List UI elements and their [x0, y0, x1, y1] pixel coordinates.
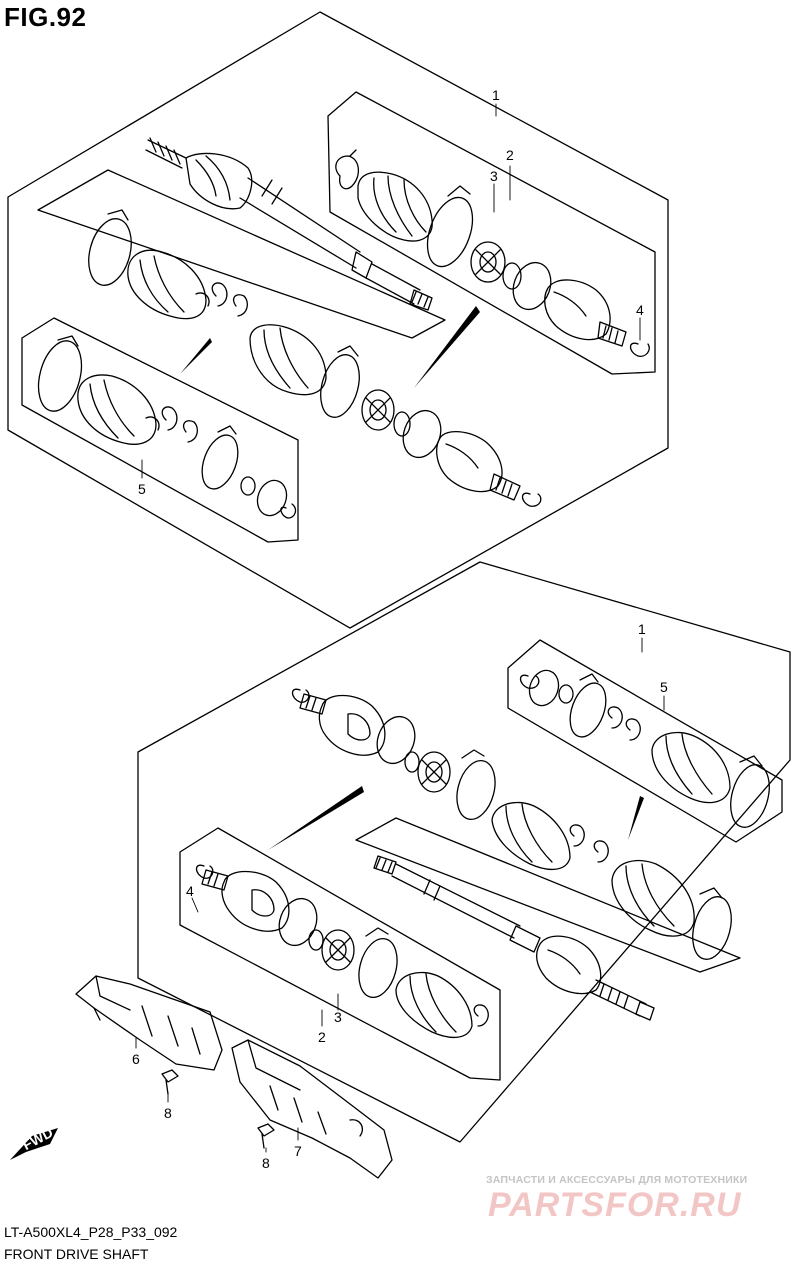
bottom-g2-joint-housing: [201, 869, 290, 932]
figure-title: FIG.92: [4, 2, 87, 32]
callout-bottom-1: 1: [638, 621, 646, 637]
top-inner-boot: [127, 249, 210, 320]
bottom-g5-clamp-small: [607, 706, 641, 741]
bottom-g2-clamp: [358, 927, 398, 998]
bottom-g2-ring-a: [278, 897, 318, 947]
callout-bottom-8a: 8: [164, 1105, 172, 1121]
bottom-g2-boot: [395, 971, 473, 1038]
bottom-g2-clamp-small: [473, 1004, 489, 1027]
top-mid-clamp: [320, 345, 360, 418]
bottom-top-clamp: [456, 749, 496, 820]
top-mid-circlip: [521, 492, 542, 507]
top-mid-bearing: [361, 389, 395, 431]
top-g5-boot: [77, 374, 160, 445]
top-circlip: [629, 342, 650, 357]
diagram-caption: FRONT DRIVE SHAFT: [4, 1246, 149, 1262]
fwd-label: FWD: [20, 1124, 56, 1153]
bottom-top-ring-a: [376, 715, 416, 765]
top-g5-circlip: [280, 503, 297, 519]
top-g5-clamp-small: [161, 406, 199, 443]
bottom-top-ring-b: [404, 751, 420, 773]
bottom-assembly-outline: [137, 561, 791, 1143]
top-cv-bearing: [470, 241, 506, 283]
top-snap-ring-b: [512, 261, 552, 311]
bottom-top-circlip: [291, 688, 310, 703]
top-mid-ring-b: [402, 409, 442, 459]
bottom-group-2-outline: [179, 827, 501, 1081]
top-group-inner-shaft-outline: [37, 169, 446, 339]
top-g5-ring-b: [256, 479, 288, 517]
callout-bottom-3: 3: [334, 1009, 342, 1025]
bolt-8-b: [257, 1123, 275, 1149]
callout-bottom-7: 7: [294, 1143, 302, 1159]
top-inner-clamp-small: [211, 282, 249, 317]
top-assembly-outline: [7, 11, 669, 629]
diagram-code: LT-A500XL4_P28_P33_092: [4, 1224, 178, 1240]
bottom-group-inner-shaft-outline: [355, 817, 741, 973]
callout-top-5: 5: [138, 481, 146, 497]
callout-top-4: 4: [636, 302, 644, 318]
watermark-tagline: ЗАПЧАСТИ И АКСЕССУАРЫ ДЛЯ МОТОТЕХНИКИ: [486, 1174, 748, 1186]
top-g5-ring-a: [240, 476, 256, 496]
top-group-5-outline: [21, 317, 299, 543]
bottom-g2-ring-b: [308, 929, 324, 951]
bottom-g5-clamp-large: [730, 755, 770, 828]
top-g5-clamp-large: [37, 335, 83, 412]
bottom-top-boot: [491, 801, 571, 870]
bottom-top-clamp-small: [569, 824, 609, 863]
callout-bottom-6: 6: [132, 1051, 140, 1067]
top-snap-ring-a: [502, 262, 522, 290]
callout-bottom-8b: 8: [262, 1155, 270, 1171]
fwd-arrow-icon: FWD: [10, 1124, 58, 1160]
bottom-top-joint-housing: [299, 693, 386, 756]
bottom-g5-circlip: [519, 674, 540, 689]
bottom-g5-ring-b: [528, 669, 560, 707]
top-inner-clamp-large: [88, 209, 132, 286]
bottom-g5-clamp-medium: [569, 673, 607, 738]
top-mid-boot: [249, 324, 327, 396]
top-outer-boot: [357, 171, 433, 242]
callout-bottom-4: 4: [186, 883, 194, 899]
bottom-top-bearing: [417, 751, 451, 793]
bottom-g5-boot: [651, 731, 731, 804]
bottom-axle-shaft: [373, 855, 655, 1021]
top-group-2-outline: [327, 91, 656, 375]
top-g5-clamp-medium: [201, 425, 239, 490]
bolt-8-a: [161, 1069, 179, 1095]
direction-wedges: [180, 306, 644, 850]
top-mid-joint-housing: [436, 431, 521, 501]
bottom-g2-bearing: [321, 929, 355, 971]
callout-top-1: 1: [492, 87, 500, 103]
leader-lines: [135, 103, 665, 1153]
callout-labels: 1 2 3 4 5 1 5 4 3 2 6 8 7 8: [132, 87, 668, 1171]
bottom-inner-boot: [611, 859, 695, 937]
callout-bottom-2: 2: [318, 1029, 326, 1045]
bottom-inner-clamp-large: [692, 887, 732, 960]
callout-top-3: 3: [490, 168, 498, 184]
top-mid-ring-a: [393, 411, 411, 437]
top-boot-clamp-small: [335, 149, 359, 190]
skid-plate-6: [75, 975, 223, 1071]
callout-bottom-5: 5: [660, 679, 668, 695]
watermark-brand: PARTSFOR.RU: [488, 1186, 742, 1224]
top-boot-clamp-large: [426, 185, 474, 268]
top-axle-shaft: [145, 137, 433, 311]
top-outer-joint-housing: [544, 279, 627, 347]
bottom-g5-ring-a: [558, 684, 574, 704]
callout-top-2: 2: [506, 147, 514, 163]
skid-plate-7: [231, 1039, 393, 1179]
bottom-group-5-outline: [507, 639, 783, 843]
